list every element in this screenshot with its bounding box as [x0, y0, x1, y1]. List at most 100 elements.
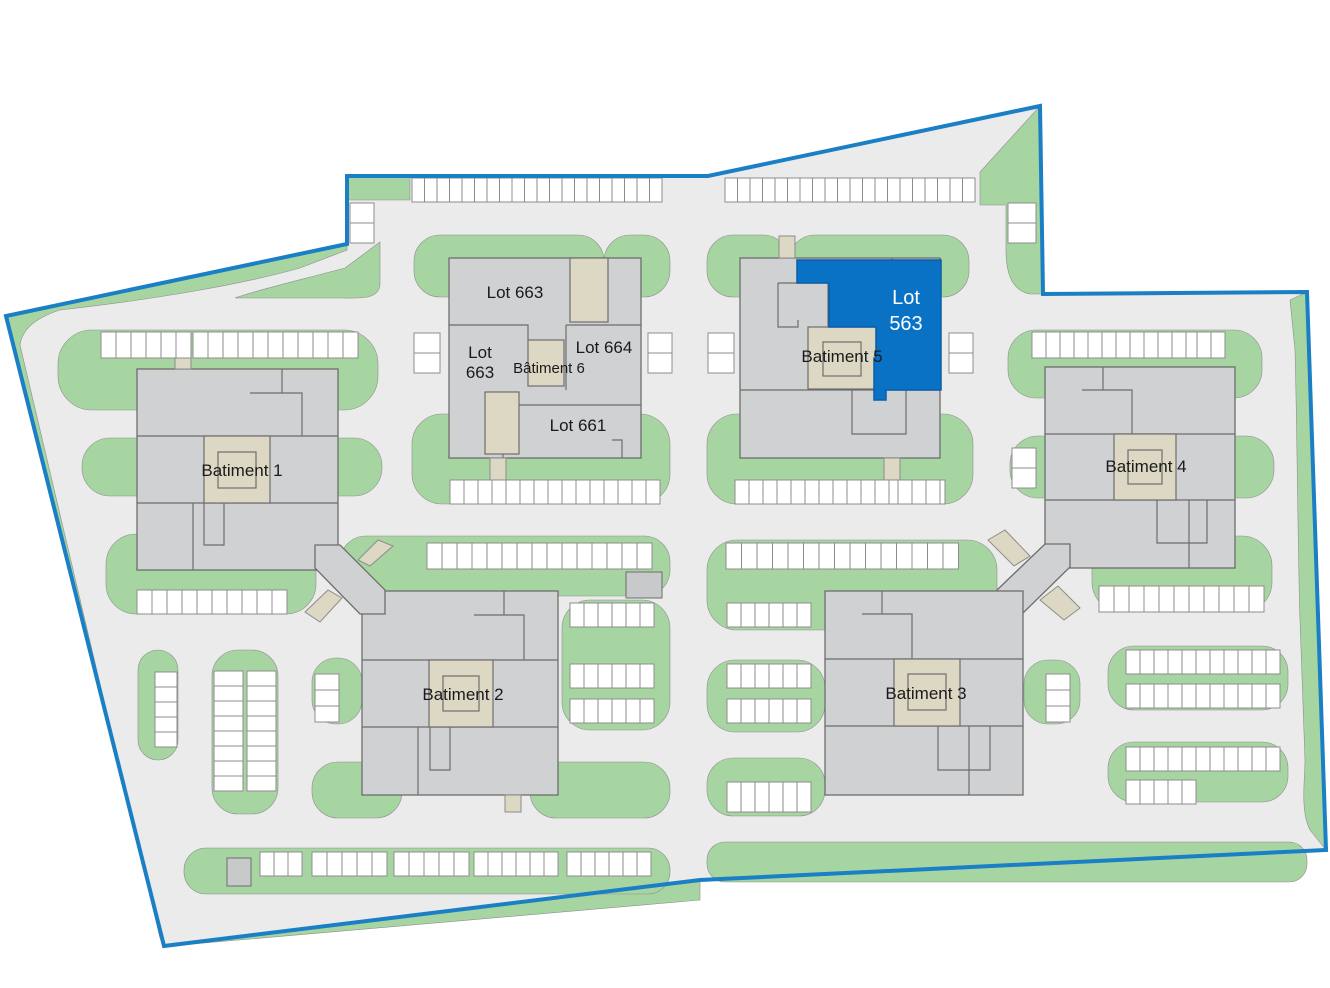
- parking-stall: [631, 479, 647, 505]
- parking-stall: [271, 589, 288, 615]
- parking-stall: [787, 177, 801, 203]
- building-batiment-1[interactable]: [136, 357, 339, 571]
- parking-stall: [599, 177, 613, 203]
- parking-stall: [576, 542, 593, 570]
- building-label: Batiment 5: [801, 347, 882, 366]
- parking-stall: [246, 685, 277, 702]
- parking-stall: [824, 177, 838, 203]
- parking-stall: [911, 479, 927, 505]
- parking-stall: [741, 542, 758, 570]
- parking-stall: [222, 331, 239, 359]
- building-batiment-3[interactable]: [824, 590, 1024, 796]
- parking-stall: [639, 698, 655, 724]
- parking-stall: [796, 698, 812, 724]
- parking-stall: [796, 663, 812, 689]
- parking-stall: [426, 542, 443, 570]
- parking-stall: [880, 542, 897, 570]
- parking-stall: [408, 851, 425, 877]
- parking-stall: [782, 663, 798, 689]
- parking-stall: [246, 745, 277, 762]
- parking-stall: [449, 177, 463, 203]
- parking-stall: [782, 781, 798, 813]
- parking-stall: [311, 851, 328, 877]
- parking-stall: [1265, 683, 1281, 709]
- parking-stall: [287, 851, 303, 877]
- parking-stall: [1265, 746, 1281, 772]
- parking-stall: [832, 479, 848, 505]
- parking-stall: [549, 177, 563, 203]
- parking-stall: [1153, 683, 1169, 709]
- parking-stall: [1158, 585, 1175, 613]
- parking-stall: [606, 542, 623, 570]
- parking-stall: [1233, 585, 1250, 613]
- parking-stall: [787, 542, 804, 570]
- parking-stall: [762, 479, 778, 505]
- parking-stall: [860, 479, 876, 505]
- parking-stall: [1031, 331, 1047, 359]
- parking-stall: [326, 851, 343, 877]
- parking-stall: [603, 479, 619, 505]
- parking-stall: [546, 542, 563, 570]
- parking-stall: [297, 331, 314, 359]
- parking-stall: [1011, 447, 1037, 469]
- parking-stall: [349, 202, 375, 224]
- parking-stall: [1139, 683, 1155, 709]
- parking-stall: [246, 760, 277, 777]
- parking-stall: [621, 542, 638, 570]
- parking-stall: [749, 177, 763, 203]
- parking-stall: [342, 331, 359, 359]
- parking-stall: [213, 745, 244, 762]
- parking-stall: [547, 479, 563, 505]
- parking-stall: [213, 670, 244, 687]
- parking-stall: [803, 542, 820, 570]
- parking-stall: [768, 698, 784, 724]
- parking-stall: [818, 542, 835, 570]
- parking-stall: [461, 177, 475, 203]
- parking-stall: [799, 177, 813, 203]
- parking-stall: [647, 352, 673, 374]
- building-batiment-6[interactable]: [448, 257, 642, 481]
- parking-stall: [740, 663, 756, 689]
- parking-stall: [1011, 467, 1037, 489]
- parking-stall: [1181, 683, 1197, 709]
- parking-stall: [463, 479, 479, 505]
- parking-stall: [1223, 649, 1239, 675]
- parking-stall: [768, 663, 784, 689]
- lot-label: Lot: [468, 343, 492, 362]
- lot-label: Lot 661: [550, 416, 607, 435]
- parking-stall: [349, 222, 375, 244]
- parking-stall: [591, 542, 608, 570]
- parking-stall: [740, 698, 756, 724]
- building-batiment-2[interactable]: [361, 590, 559, 813]
- parking-stall: [356, 851, 373, 877]
- parking-stall: [371, 851, 388, 877]
- parking-stall: [1139, 649, 1155, 675]
- parking-stall: [1195, 683, 1211, 709]
- parking-stall: [874, 479, 890, 505]
- parking-stall: [237, 331, 254, 359]
- parking-stall: [1157, 331, 1173, 359]
- parking-stall: [569, 602, 585, 628]
- parking-stall: [531, 542, 548, 570]
- building-label: Batiment 3: [885, 684, 966, 703]
- parking-stall: [1251, 683, 1267, 709]
- parking-stall: [594, 851, 610, 877]
- building-label: Batiment 4: [1105, 457, 1186, 476]
- parking-stall: [790, 479, 806, 505]
- parking-stall: [597, 602, 613, 628]
- parking-stall: [529, 851, 545, 877]
- parking-stall: [726, 602, 742, 628]
- parking-stall: [566, 851, 582, 877]
- lot-563-highlight[interactable]: [796, 259, 942, 401]
- parking-stall: [207, 331, 224, 359]
- parking-stall: [569, 698, 585, 724]
- building-batiment-4[interactable]: [1044, 366, 1236, 569]
- parking-stall: [154, 716, 178, 733]
- parking-stall: [1248, 585, 1265, 613]
- parking-stall: [874, 177, 888, 203]
- parking-stall: [1139, 746, 1155, 772]
- lot-label: 663: [466, 363, 494, 382]
- parking-stall: [737, 177, 751, 203]
- parking-stall: [477, 479, 493, 505]
- parking-stall: [849, 542, 866, 570]
